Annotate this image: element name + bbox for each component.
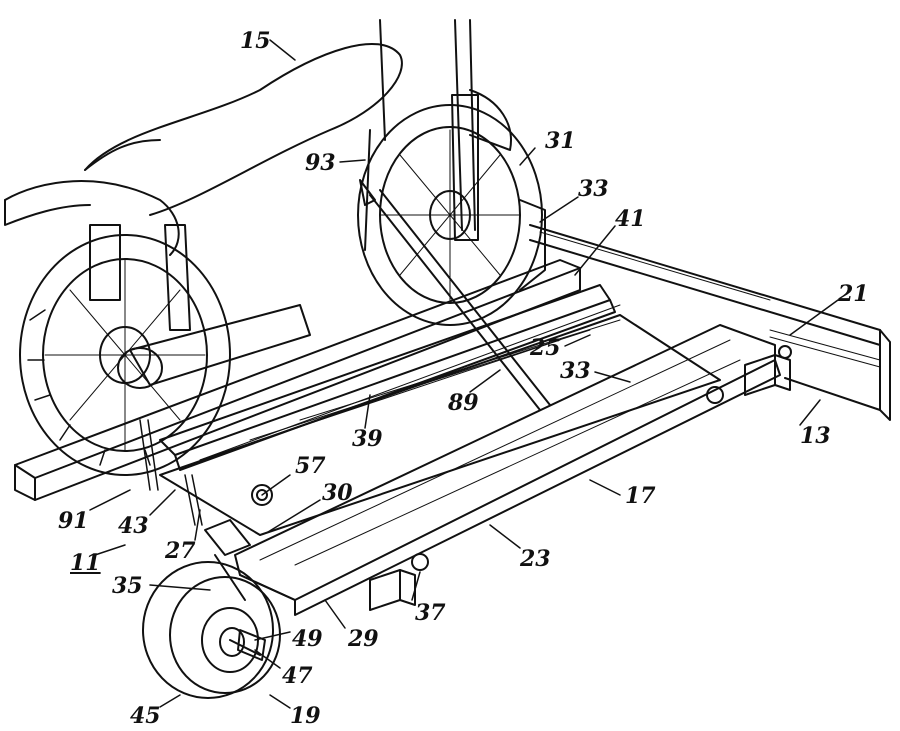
ref-label-43: 43 [118,515,149,537]
ref-label-23: 23 [520,548,551,570]
leader-lines [90,40,838,708]
ref-label-17: 17 [625,485,656,507]
ref-label-29: 29 [348,628,379,650]
ref-label-49: 49 [292,628,323,650]
motorcycle-rear-wheel [20,235,230,475]
ref-label-21: 21 [838,283,869,305]
ref-label-89: 89 [448,392,479,414]
motorcycle [5,20,511,388]
caster-wheel [143,520,280,698]
ref-label-25: 25 [530,337,561,359]
ref-label-27: 27 [165,540,196,562]
ref-label-57: 57 [295,455,326,477]
ref-label-35: 35 [112,575,143,597]
ref-label-33-upper: 33 [578,178,609,200]
ref-label-47: 47 [282,665,313,687]
ref-label-93: 93 [305,152,336,174]
ref-label-39: 39 [352,428,383,450]
ref-label-33-lower: 33 [560,360,591,382]
ref-label-37: 37 [415,602,446,624]
hitch-tube [370,346,791,610]
ref-label-30: 30 [322,482,353,504]
ref-label-19: 19 [290,705,321,727]
ref-label-31: 31 [545,130,576,152]
ref-label-11: 11 [70,552,101,574]
ref-label-15: 15 [240,30,271,52]
ref-label-41: 41 [615,208,646,230]
ref-label-13: 13 [800,425,831,447]
ref-label-45: 45 [130,705,161,727]
ref-label-91: 91 [58,510,89,532]
